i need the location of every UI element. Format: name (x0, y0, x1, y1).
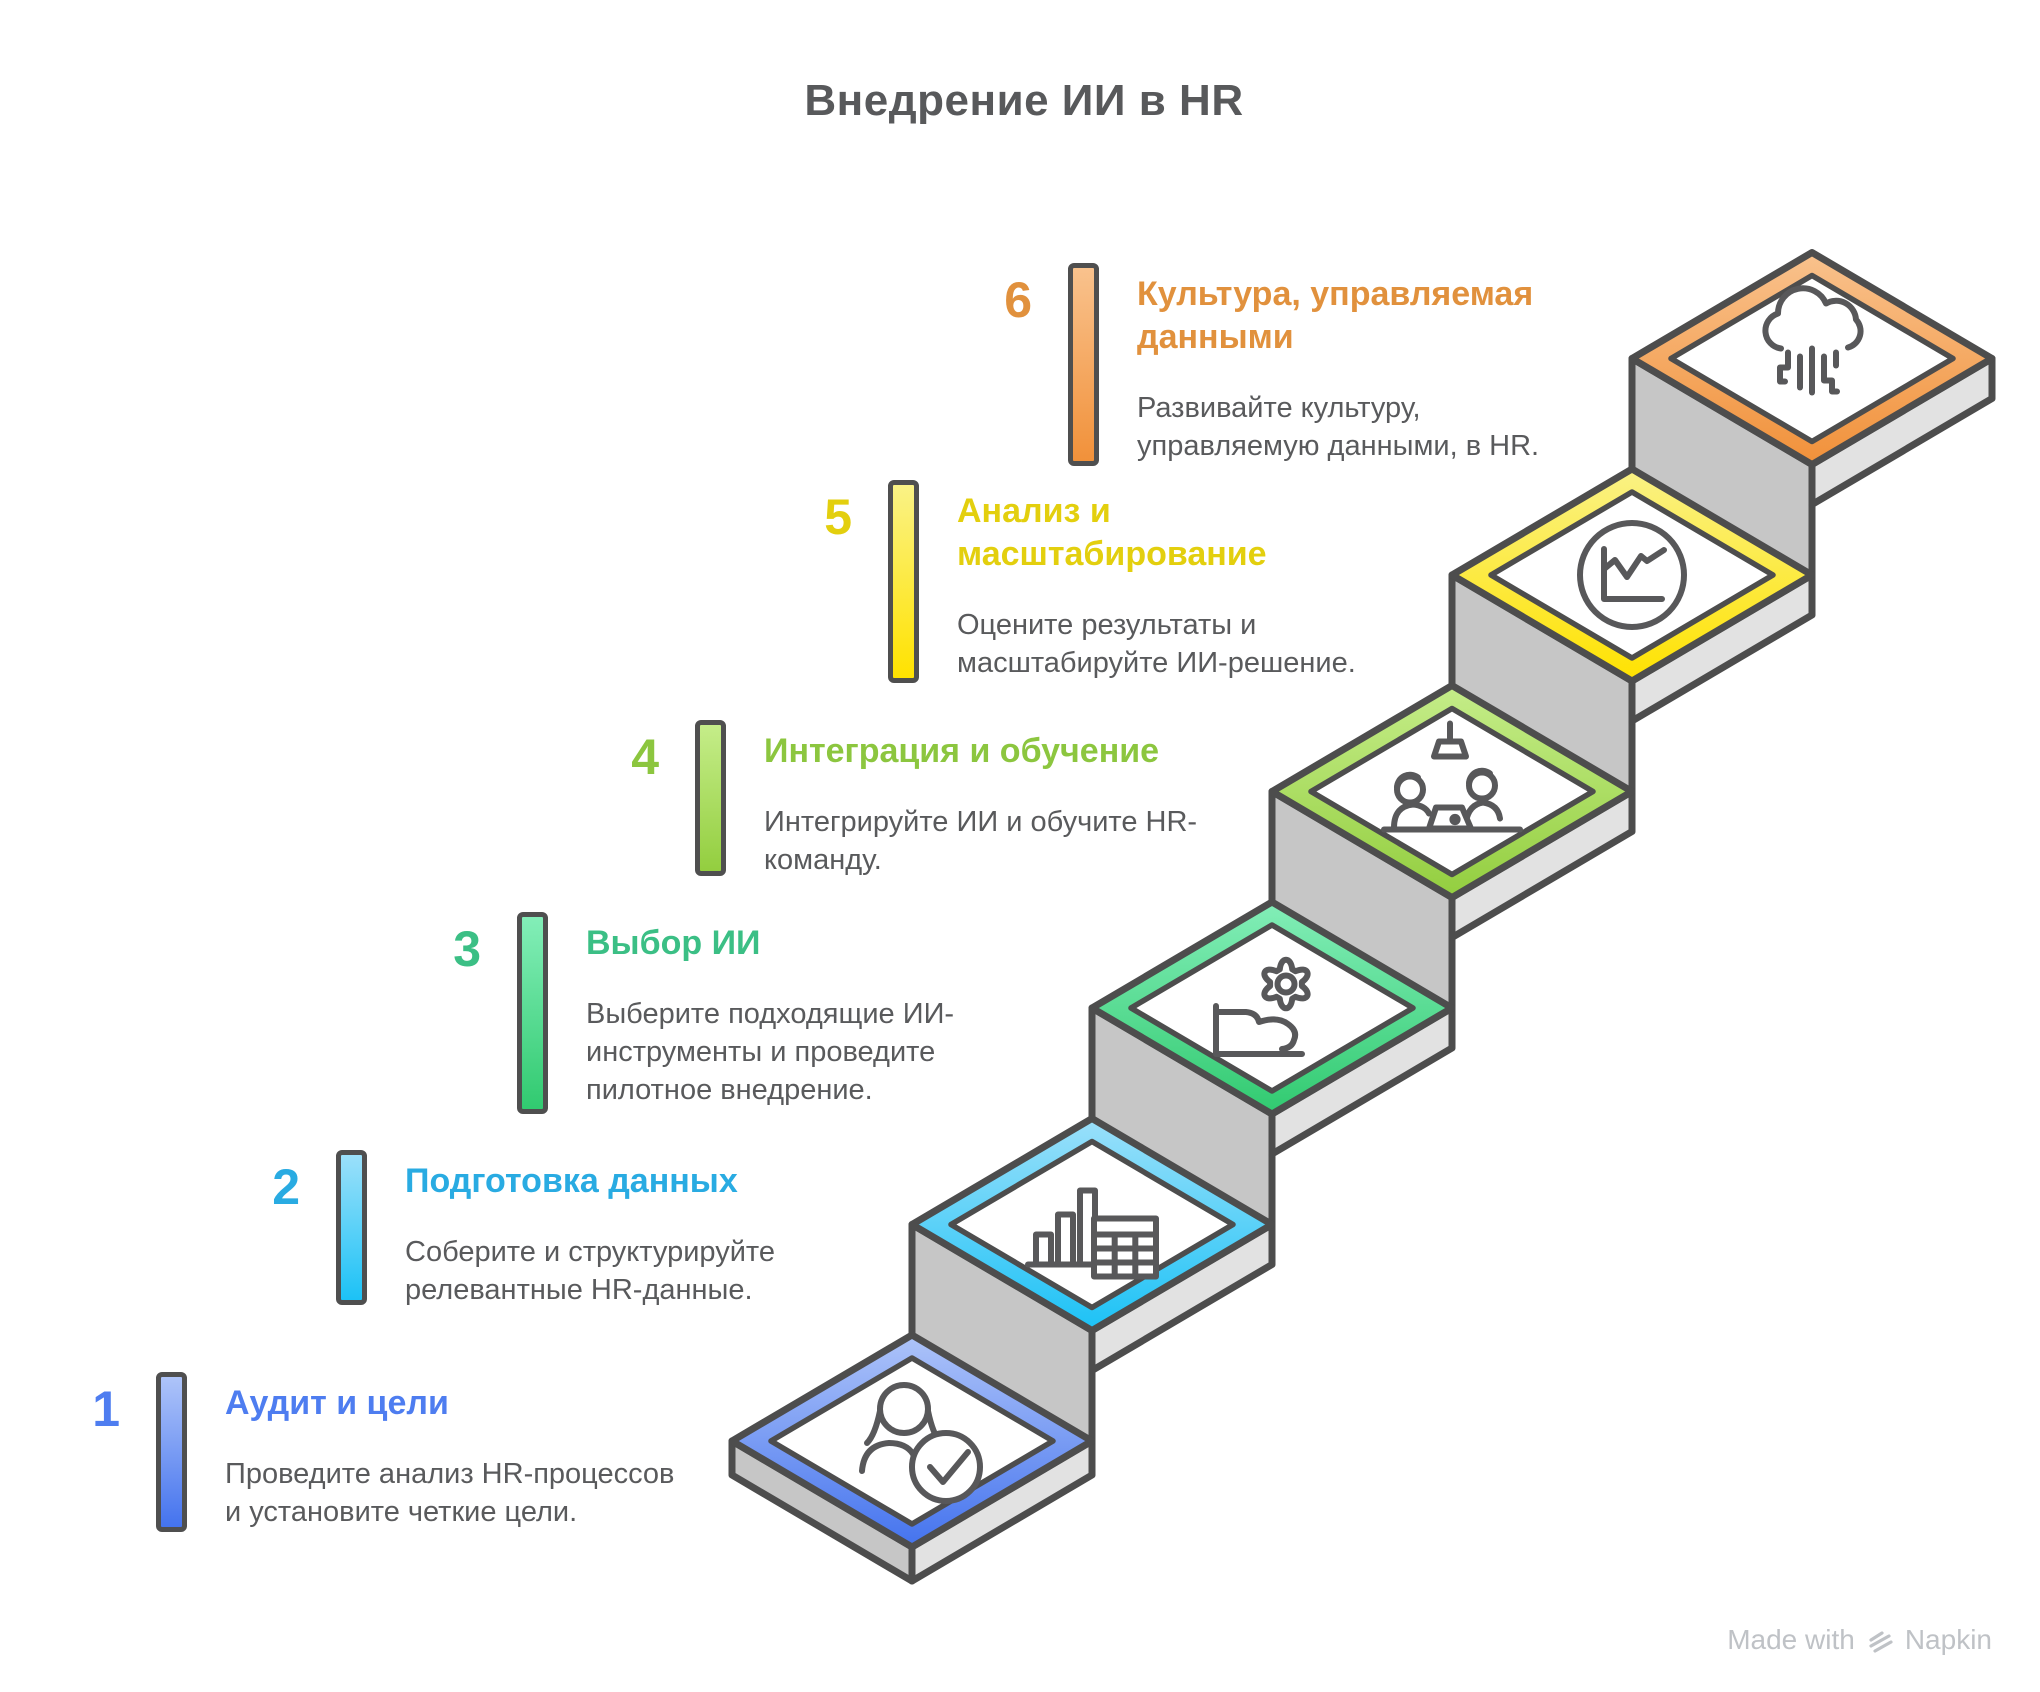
stair-step-1 (728, 1331, 1096, 1585)
step-number: 6 (1004, 272, 1032, 328)
stair-step-3 (1088, 898, 1456, 1258)
step-accent-bar (517, 912, 548, 1114)
step-description: Развивайте культуру, управляемую данными… (1137, 392, 1540, 462)
footer-brand-label: Napkin (1904, 1624, 1992, 1655)
step-description: Проведите анализ HR-процессов и установи… (225, 1458, 675, 1528)
step-description: Оцените результаты и масштабируйте ИИ-ре… (957, 609, 1356, 679)
step-accent-bar (695, 720, 726, 876)
stair-step-6 (1628, 249, 1996, 608)
bar-chart-table-icon (1025, 1187, 1159, 1280)
step-title: Выбор ИИ (586, 924, 761, 962)
person-check-icon (859, 1382, 983, 1504)
step-accent-bar (888, 480, 919, 683)
people-training-icon (1381, 720, 1523, 833)
step-number: 4 (631, 729, 659, 785)
stair-step-4 (1268, 682, 1636, 1041)
step-item-3: 3 Выбор ИИ Выберите подходящие ИИ- инструм… (407, 912, 954, 1114)
step-number: 5 (824, 489, 852, 545)
line-chart-circle-icon (1577, 520, 1687, 630)
step-number: 2 (272, 1159, 300, 1215)
hand-gear-icon (1213, 956, 1311, 1057)
step-accent-bar (1068, 263, 1099, 466)
napkin-logo-icon (1869, 1631, 1893, 1653)
footer-made-with-label: Made with (1727, 1624, 1855, 1655)
step-title: Аудит и цели (225, 1384, 449, 1422)
step-description: Интегрируйте ИИ и обучите HR- команду. (764, 806, 1198, 876)
step-title: Анализ и масштабирование (957, 492, 1267, 573)
step-description: Соберите и структурируйте релевантные HR… (405, 1236, 776, 1306)
cloud-data-icon (1762, 285, 1864, 396)
step-number: 1 (92, 1381, 120, 1437)
page-title: Внедрение ИИ в HR (804, 76, 1244, 125)
step-title: Подготовка данных (405, 1162, 738, 1200)
step-number: 3 (453, 921, 481, 977)
stair-step-5 (1448, 465, 1816, 825)
step-accent-bar (336, 1150, 367, 1305)
step-accent-bar (156, 1372, 187, 1532)
footer-credit: Made with Napkin (1727, 1624, 1992, 1656)
step-description: Выберите подходящие ИИ- инструменты и пр… (586, 998, 955, 1106)
stair-step-2 (908, 1115, 1276, 1474)
step-title: Интеграция и обучение (764, 732, 1160, 770)
step-title: Культура, управляемая данными (1137, 275, 1534, 356)
